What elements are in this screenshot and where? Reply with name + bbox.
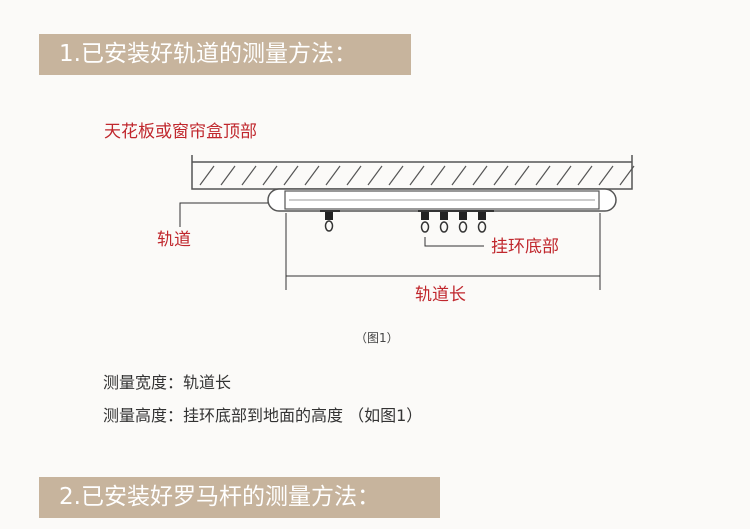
ceiling-hatch-line (493, 165, 509, 186)
ceiling-hatch-line (388, 165, 404, 186)
measure-height-note: 测量高度：挂环底部到地面的高度 （如图1） (103, 406, 423, 425)
hook-bottom-label: 挂环底部 (491, 237, 559, 257)
ceiling-label: 天花板或窗帘盒顶部 (104, 122, 257, 142)
ceiling-hatch-line (430, 165, 446, 186)
ceiling-hatch-line (472, 165, 488, 186)
ceiling-hatch-line (220, 165, 236, 186)
measure-width-note: 测量宽度：轨道长 (103, 373, 232, 392)
section-2-title: 2.已安装好罗马杆的测量方法： (59, 484, 380, 510)
hook-bottom-leader-line (424, 237, 484, 247)
ceiling-hatch-line (577, 165, 593, 186)
ceiling-hatch-line (619, 165, 635, 186)
track-length-dimension (285, 213, 601, 290)
curtain-track (267, 188, 617, 212)
ceiling-hatch-line (367, 165, 383, 186)
track-length-label: 轨道长 (415, 285, 466, 305)
ceiling-hatch-line (535, 165, 551, 186)
ceiling-hatch-line (598, 165, 614, 186)
section-1-title: 1.已安装好轨道的测量方法： (59, 41, 357, 67)
figure-caption: （图1） (355, 331, 399, 345)
section-1-title-banner: 1.已安装好轨道的测量方法： (39, 34, 411, 75)
ceiling-hatch-line (409, 165, 425, 186)
ceiling-box (191, 155, 635, 190)
ceiling-hatch-line (304, 165, 320, 186)
ceiling-hatch-line (346, 165, 362, 186)
ceiling-hatch-line (325, 165, 341, 186)
hook-group (418, 210, 494, 233)
ceiling-hatch-line (514, 165, 530, 186)
ceiling-hatch-line (199, 165, 215, 186)
ceiling-hatch-line (241, 165, 257, 186)
curtain-hook (320, 210, 340, 232)
section-2-title-banner: 2.已安装好罗马杆的测量方法： (39, 477, 440, 518)
ceiling-hatch-line (283, 165, 299, 186)
ceiling-hatch-line (262, 165, 278, 186)
ceiling-hatch-line (556, 165, 572, 186)
ceiling-hatch-line (451, 165, 467, 186)
track-leader-line (179, 202, 268, 227)
track-label: 轨道 (157, 230, 191, 250)
